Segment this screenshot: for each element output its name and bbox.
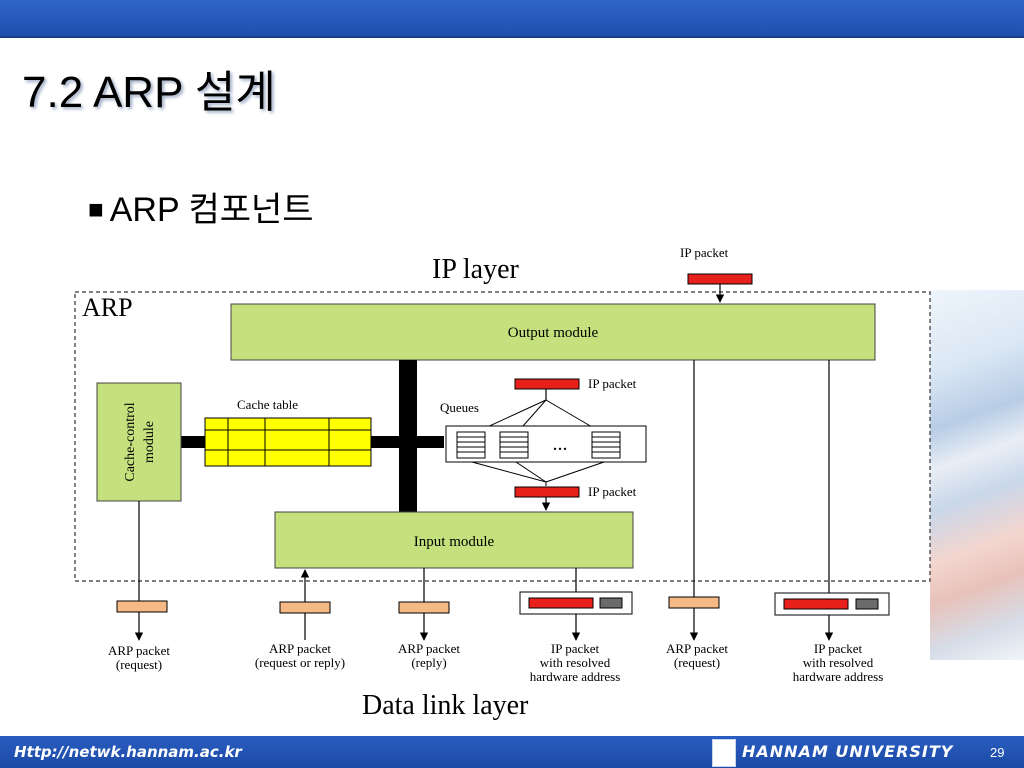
queue-3 xyxy=(591,431,621,459)
queues-label: Queues xyxy=(440,400,479,415)
top-bar xyxy=(0,0,1024,38)
arp-request-left-label-1: ARP packet xyxy=(108,643,170,658)
resolved-right-label-2: with resolved xyxy=(803,655,874,670)
arp-packet-reply xyxy=(398,601,450,614)
resolved-right-label-3: hardware address xyxy=(793,669,884,684)
input-module-label: Input module xyxy=(414,534,495,550)
arp-packet-request-right xyxy=(668,596,720,609)
arp-packet-request-or-reply xyxy=(279,601,331,614)
data-link-layer-label: Data link layer xyxy=(362,690,529,721)
slide-title: 7.2 ARP 설계 xyxy=(22,68,276,117)
decorative-background-image xyxy=(930,290,1024,660)
page-number: 29 xyxy=(990,745,1005,760)
resolved-left-label-2: with resolved xyxy=(540,655,611,670)
university-logo-icon xyxy=(712,739,736,767)
footer-bar: Http://netwk.hannam.ac.kr HANNAM UNIVERS… xyxy=(0,736,1024,768)
resolved-left-label-1: IP packet xyxy=(551,641,600,656)
ip-packet-top-label: IP packet xyxy=(680,245,729,260)
resolved-right-label-1: IP packet xyxy=(814,641,863,656)
queue-1 xyxy=(456,431,486,459)
resolved-left-label-3: hardware address xyxy=(530,669,621,684)
ip-packet-queue-in xyxy=(514,378,580,390)
arp-boundary xyxy=(74,291,931,582)
footer-university-name: HANNAM UNIVERSITY xyxy=(742,742,954,761)
output-module-label: Output module xyxy=(508,325,599,341)
resolved-ip-packet-left xyxy=(519,591,633,615)
arp-reply-label-1: ARP packet xyxy=(398,641,460,656)
resolved-ip-packet-right xyxy=(774,592,890,616)
queues-ellipsis: ... xyxy=(553,433,568,455)
cache-table-label: Cache table xyxy=(237,397,298,412)
queue-2 xyxy=(499,431,529,459)
ip-packet-queue-in-label: IP packet xyxy=(588,376,637,391)
queues-box: ... xyxy=(445,425,647,463)
ip-packet-top xyxy=(687,273,753,285)
arp-reply-label-2: (reply) xyxy=(411,655,446,670)
square-bullet-icon: ■ xyxy=(88,194,104,224)
ip-layer-label: IP layer xyxy=(432,254,519,285)
ip-packet-queue-out-label: IP packet xyxy=(588,484,637,499)
cache-table xyxy=(204,417,372,467)
bullet-text: ARP 컴포넌트 xyxy=(109,191,314,229)
arp-request-left-label-2: (request) xyxy=(116,657,162,672)
ip-packet-queue-out xyxy=(514,486,580,498)
output-module xyxy=(230,303,876,361)
bullet-item: ■ARP 컴포넌트 xyxy=(88,182,314,231)
arp-request-right-label-1: ARP packet xyxy=(666,641,728,656)
arp-request-right-label-2: (request) xyxy=(674,655,720,670)
cache-control-module xyxy=(96,382,182,502)
input-module xyxy=(274,511,634,569)
arp-label: ARP xyxy=(82,293,133,322)
arp-packet-request-left xyxy=(116,600,168,613)
cache-control-label-line1: Cache-control xyxy=(123,402,138,481)
fan-in-1 xyxy=(471,461,547,483)
footer-url-link[interactable]: Http://netwk.hannam.ac.kr xyxy=(14,743,242,761)
cache-control-label-line2: module xyxy=(142,421,157,463)
arp-diagram: IP layer Data link layer ARP IP packet O… xyxy=(74,245,931,721)
arp-req-or-reply-label-2: (request or reply) xyxy=(255,655,345,670)
fan-in-2 xyxy=(515,461,547,483)
fan-in-3 xyxy=(545,461,605,483)
arp-req-or-reply-label-1: ARP packet xyxy=(269,641,331,656)
